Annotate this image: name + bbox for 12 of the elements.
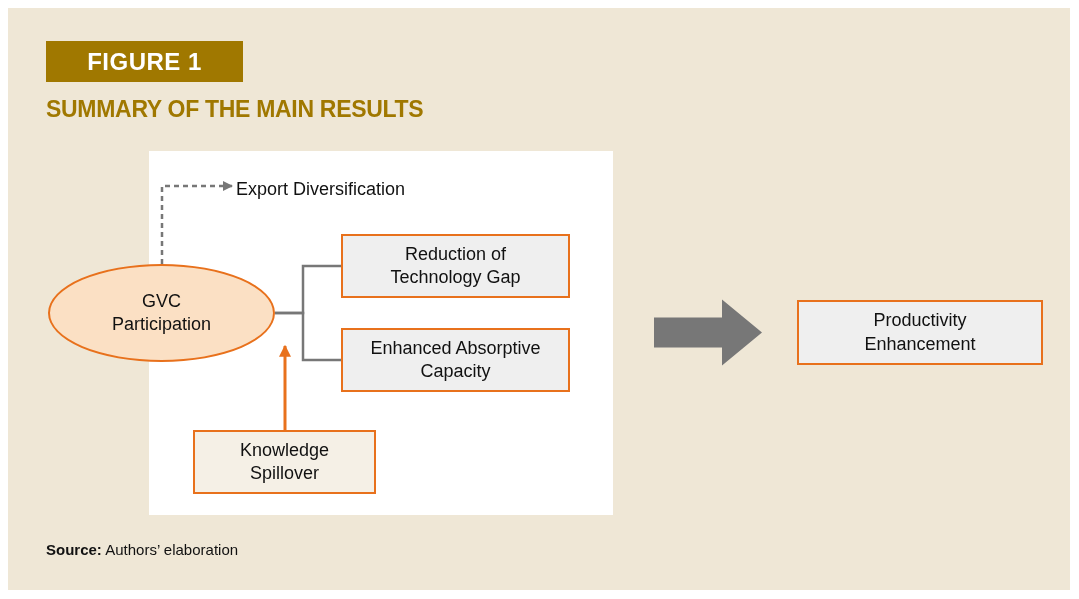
figure-title: SUMMARY OF THE MAIN RESULTS [46, 96, 424, 123]
process-box: Knowledge Spillover [193, 430, 376, 494]
connector-line [275, 311, 341, 362]
source-note: Source: Authors’ elaboration [46, 541, 239, 558]
process-box: Productivity Enhancement [797, 300, 1043, 365]
arrow [160, 181, 233, 264]
process-box: Enhanced Absorptive Capacity [341, 328, 570, 392]
arrow [279, 344, 291, 430]
outcome-label: Export Diversification [236, 176, 446, 204]
figure-label: FIGURE 1 [46, 41, 243, 82]
process-box: Reduction of Technology Gap [341, 234, 570, 298]
block-arrow [654, 299, 762, 366]
